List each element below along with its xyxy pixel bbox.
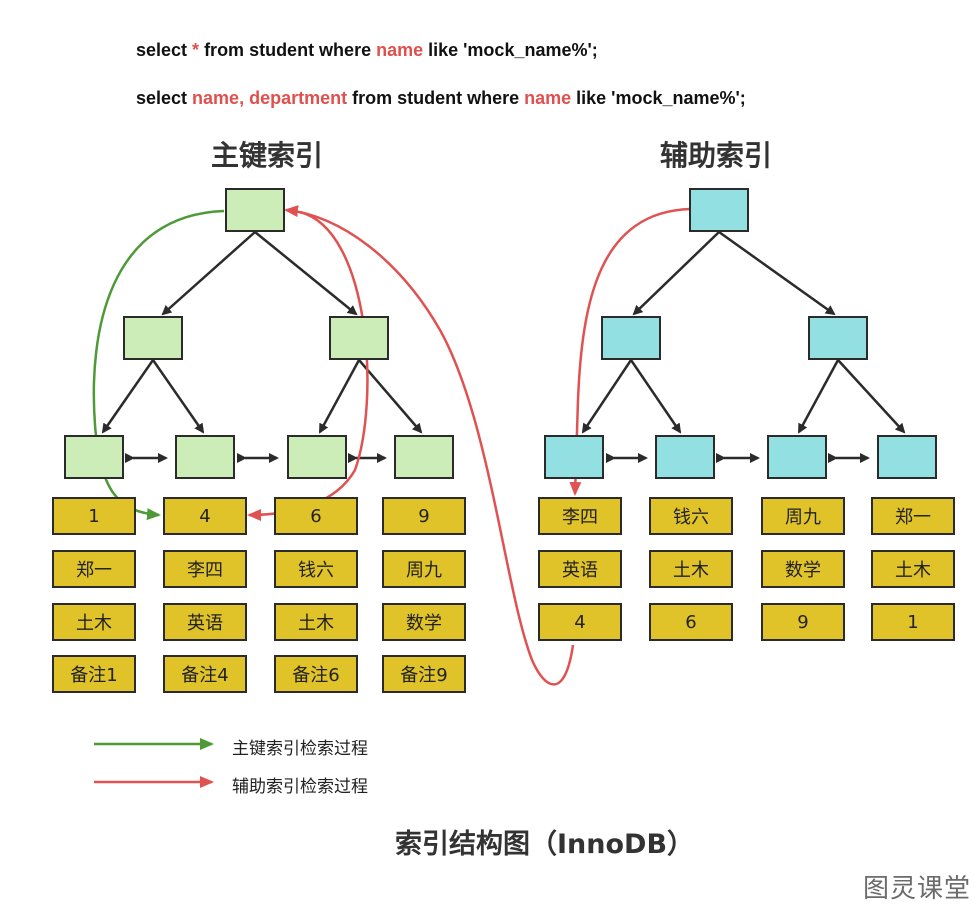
secondary-leaf-cell: 数学 xyxy=(761,550,845,588)
secondary-leaf-cell: 英语 xyxy=(538,550,622,588)
sql-highlight-token: name, department xyxy=(192,88,348,108)
secondary-internal-node xyxy=(601,316,661,360)
primary-leaf-cell: 郑一 xyxy=(52,550,136,588)
tree-edge xyxy=(254,231,358,316)
secondary-leaf-cell: 4 xyxy=(538,603,622,641)
secondary-leaf-cell: 周九 xyxy=(761,497,845,535)
secondary-leaf-cell: 土木 xyxy=(871,550,955,588)
sql-token: from student where xyxy=(347,88,525,108)
sql-token: select xyxy=(136,88,193,108)
tree-edge xyxy=(718,230,836,316)
primary-leaf-page-node xyxy=(287,435,347,479)
tree-edge xyxy=(358,359,423,434)
primary-leaf-cell: 备注6 xyxy=(274,655,358,693)
primary-leaf-cell: 4 xyxy=(163,497,247,535)
secondary-internal-node xyxy=(808,316,868,360)
tree-edge xyxy=(581,359,633,434)
tree-edge xyxy=(151,359,205,434)
tree-edge xyxy=(837,359,906,434)
secondary-leaf-cell: 李四 xyxy=(538,497,622,535)
tree-edge xyxy=(101,359,155,434)
primary-index-title: 主键索引 xyxy=(211,139,324,172)
primary-leaf-page-node xyxy=(175,435,235,479)
secondary-leaf-page-node xyxy=(767,435,827,479)
primary-leaf-cell: 数学 xyxy=(382,603,466,641)
secondary-leaf-page-node xyxy=(877,435,937,479)
sql-query-select-all: select * from student where name like 'm… xyxy=(136,40,598,61)
diagram-caption: 索引结构图（InnoDB） xyxy=(395,829,695,860)
primary-internal-node xyxy=(329,316,389,360)
tree-edge xyxy=(318,359,361,434)
primary-leaf-page-node xyxy=(394,435,454,479)
tree-edge xyxy=(161,231,256,316)
primary-leaf-cell: 土木 xyxy=(52,603,136,641)
sql-highlight-token: name xyxy=(376,40,424,60)
primary-leaf-cell: 备注4 xyxy=(163,655,247,693)
primary-leaf-cell: 李四 xyxy=(163,550,247,588)
primary-leaf-cell: 英语 xyxy=(163,603,247,641)
sql-token: select xyxy=(136,40,193,60)
secondary-leaf-cell: 钱六 xyxy=(649,497,733,535)
primary-leaf-cell: 6 xyxy=(274,497,358,535)
tree-edge xyxy=(632,231,720,316)
primary-leaf-cell: 1 xyxy=(52,497,136,535)
legend-secondary-label: 辅助索引检索过程 xyxy=(232,777,368,797)
secondary-search-path-1 xyxy=(569,207,691,496)
secondary-leaf-cell: 9 xyxy=(761,603,845,641)
tree-edge xyxy=(629,359,682,434)
legend-primary-label: 主键索引检索过程 xyxy=(232,739,368,759)
secondary-leaf-page-node xyxy=(544,435,604,479)
primary-internal-node xyxy=(123,316,183,360)
secondary-leaf-cell: 土木 xyxy=(649,550,733,588)
sql-token: from student where xyxy=(199,40,377,60)
watermark-logo: 图灵课堂 xyxy=(862,874,971,904)
secondary-search-path-2 xyxy=(284,205,575,686)
secondary-leaf-cell: 6 xyxy=(649,603,733,641)
primary-leaf-page-node xyxy=(64,435,124,479)
primary-leaf-cell: 土木 xyxy=(274,603,358,641)
sql-query-select-columns: select name, department from student whe… xyxy=(136,88,746,109)
secondary-leaf-page-node xyxy=(655,435,715,479)
primary-leaf-cell: 钱六 xyxy=(274,550,358,588)
primary-leaf-cell: 备注1 xyxy=(52,655,136,693)
primary-leaf-cell: 备注9 xyxy=(382,655,466,693)
tree-edge xyxy=(797,359,840,434)
secondary-leaf-cell: 郑一 xyxy=(871,497,955,535)
secondary-leaf-cell: 1 xyxy=(871,603,955,641)
sql-highlight-token: name xyxy=(524,88,572,108)
sql-token: like 'mock_name%'; xyxy=(423,40,598,60)
primary-leaf-cell: 9 xyxy=(382,497,466,535)
primary-root-node xyxy=(225,188,285,232)
primary-leaf-cell: 周九 xyxy=(382,550,466,588)
secondary-index-title: 辅助索引 xyxy=(660,139,773,172)
sql-token: like 'mock_name%'; xyxy=(571,88,746,108)
secondary-root-node xyxy=(689,188,749,232)
sql-highlight-token: * xyxy=(192,40,200,60)
